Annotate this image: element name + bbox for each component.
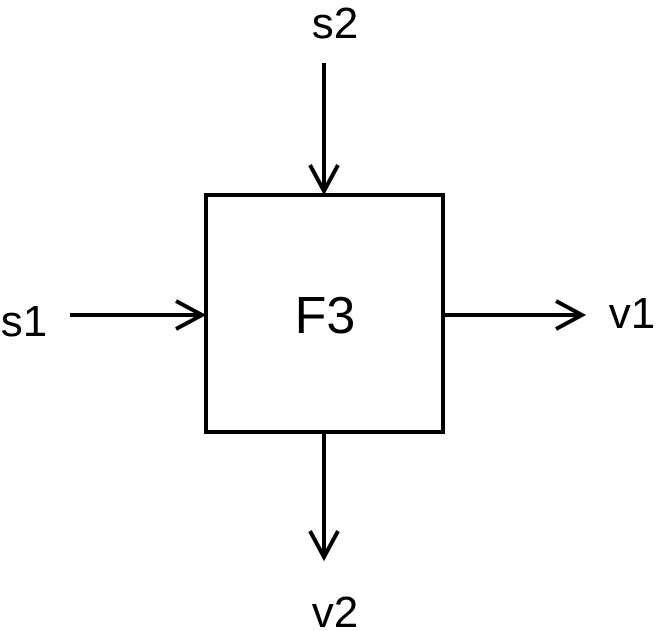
input-label-left: s1 [1,297,47,346]
function-block: F3 [204,193,445,434]
output-label-right: v1 [609,289,655,338]
input-label-top: s2 [312,0,358,48]
function-block-box [204,193,445,434]
function-block-label: F3 [295,287,356,345]
input-arrow-top-head [308,164,340,196]
input-arrow-left-head [175,299,207,331]
input-arrow-left [70,299,207,331]
output-arrow-right [445,299,587,331]
input-arrow-top [308,63,340,196]
output-arrow-right-head [555,299,587,331]
output-arrow-bottom [308,434,340,562]
output-label-bottom: v2 [312,588,358,631]
output-arrow-bottom-head [308,530,340,562]
